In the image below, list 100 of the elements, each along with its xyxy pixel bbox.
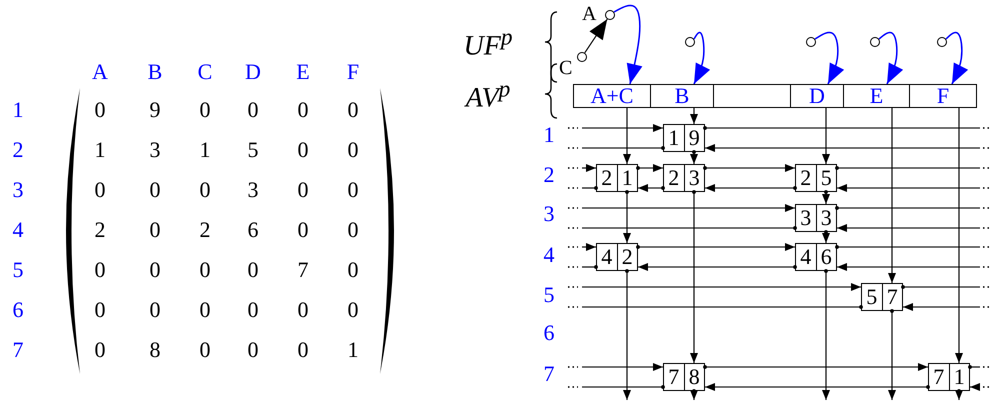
matrix-entry: 0 (94, 257, 106, 283)
entry-value: 9 (688, 125, 701, 151)
row-number: 3 (544, 201, 554, 227)
arrow (636, 243, 795, 251)
arrow (614, 4, 642, 84)
array-cell: F (909, 84, 977, 108)
matrix-entry: 0 (298, 217, 308, 243)
arrow (903, 303, 980, 311)
row-index: 2 (796, 165, 816, 191)
arrow (703, 363, 928, 371)
entry-value: 3 (820, 205, 833, 231)
row-number: 7 (12, 337, 24, 363)
list-node (861, 283, 903, 311)
arrow (970, 383, 980, 391)
list-node (795, 204, 837, 232)
arrow (638, 263, 797, 271)
matrix-entry: 6 (248, 217, 258, 243)
matrix-entry: 0 (298, 297, 308, 323)
arrow (837, 184, 980, 192)
column-header: B (148, 59, 162, 85)
node-caption: C (559, 58, 572, 78)
list-node (795, 164, 837, 192)
matrix-entry: 2 (200, 217, 210, 243)
array-cell (713, 84, 791, 108)
arrow (623, 190, 631, 243)
matrix-entry: 0 (94, 177, 106, 203)
matrix-entry: 0 (94, 337, 106, 363)
arrow (822, 108, 830, 164)
arrow (705, 144, 980, 152)
arrow (582, 204, 795, 212)
entry-value: 3 (688, 165, 701, 191)
list-node (596, 164, 638, 192)
arrow (582, 164, 596, 172)
row-number: 7 (544, 361, 554, 387)
array-cell: D (790, 84, 844, 108)
row-number: 6 (544, 320, 554, 346)
arrow (582, 363, 663, 371)
column-header: C (198, 59, 212, 85)
row-index: 7 (929, 364, 950, 390)
arrow (690, 389, 698, 400)
matrix-entry: 0 (150, 257, 160, 283)
arrow (582, 283, 861, 291)
matrix-entry: 0 (200, 97, 210, 123)
entry-value: 2 (620, 244, 634, 270)
matrix-entry: 7 (298, 257, 308, 283)
matrix-entry: 0 (348, 137, 358, 163)
row-number: 4 (544, 242, 554, 268)
matrix-entry: 0 (248, 297, 258, 323)
arrow (822, 269, 830, 400)
arrow (888, 309, 896, 400)
matrix-entry: 0 (94, 97, 106, 123)
arrow (945, 32, 968, 84)
list-node (596, 243, 638, 271)
arrow (878, 32, 904, 84)
pointer-circle (605, 10, 615, 20)
row-index: 1 (664, 125, 684, 151)
row-index: 7 (664, 364, 684, 390)
matrix-entry: 0 (298, 97, 308, 123)
matrix-entry: 8 (150, 337, 160, 363)
arrow (703, 164, 795, 172)
arrow (690, 108, 698, 124)
matrix-entry: 0 (248, 97, 258, 123)
matrix-entry: 0 (200, 177, 210, 203)
matrix-entry: 0 (150, 177, 160, 203)
arrow (690, 150, 698, 164)
row-number: 1 (544, 122, 554, 148)
matrix-entry: 1 (348, 337, 358, 363)
matrix-entry: 0 (248, 337, 258, 363)
matrix-entry: 0 (200, 297, 210, 323)
matrix-entry: 5 (248, 137, 258, 163)
array-cell: B (650, 84, 714, 108)
list-node (663, 363, 705, 391)
arrow (955, 389, 963, 400)
array-cell: E (843, 84, 910, 108)
list-node (795, 243, 837, 271)
pointer-circle (577, 52, 587, 62)
row-number: 6 (12, 297, 24, 323)
column-header: F (346, 59, 360, 85)
arrow (955, 108, 963, 363)
set-label: UF$^{p}$ (464, 23, 512, 63)
row-index: 2 (597, 165, 618, 191)
matrix-entry: 3 (150, 137, 160, 163)
row-number: 5 (12, 257, 24, 283)
arrow (638, 184, 665, 192)
node-caption: A (582, 4, 596, 24)
matrix-entry: 1 (94, 137, 106, 163)
row-index: 2 (664, 165, 684, 191)
array-cell: A+C (573, 84, 651, 108)
matrix-entry: 0 (348, 217, 358, 243)
arrow (705, 383, 930, 391)
list-node (928, 363, 970, 391)
row-index: 4 (597, 244, 618, 270)
arrow (623, 269, 631, 400)
matrix-entry: 0 (150, 297, 160, 323)
entry-value: 8 (688, 364, 701, 390)
entry-value: 1 (952, 364, 966, 390)
pointer-circle (685, 37, 695, 47)
arrow (690, 190, 698, 363)
set-label: AV$^{p}$ (466, 75, 510, 115)
arrow (888, 108, 896, 283)
